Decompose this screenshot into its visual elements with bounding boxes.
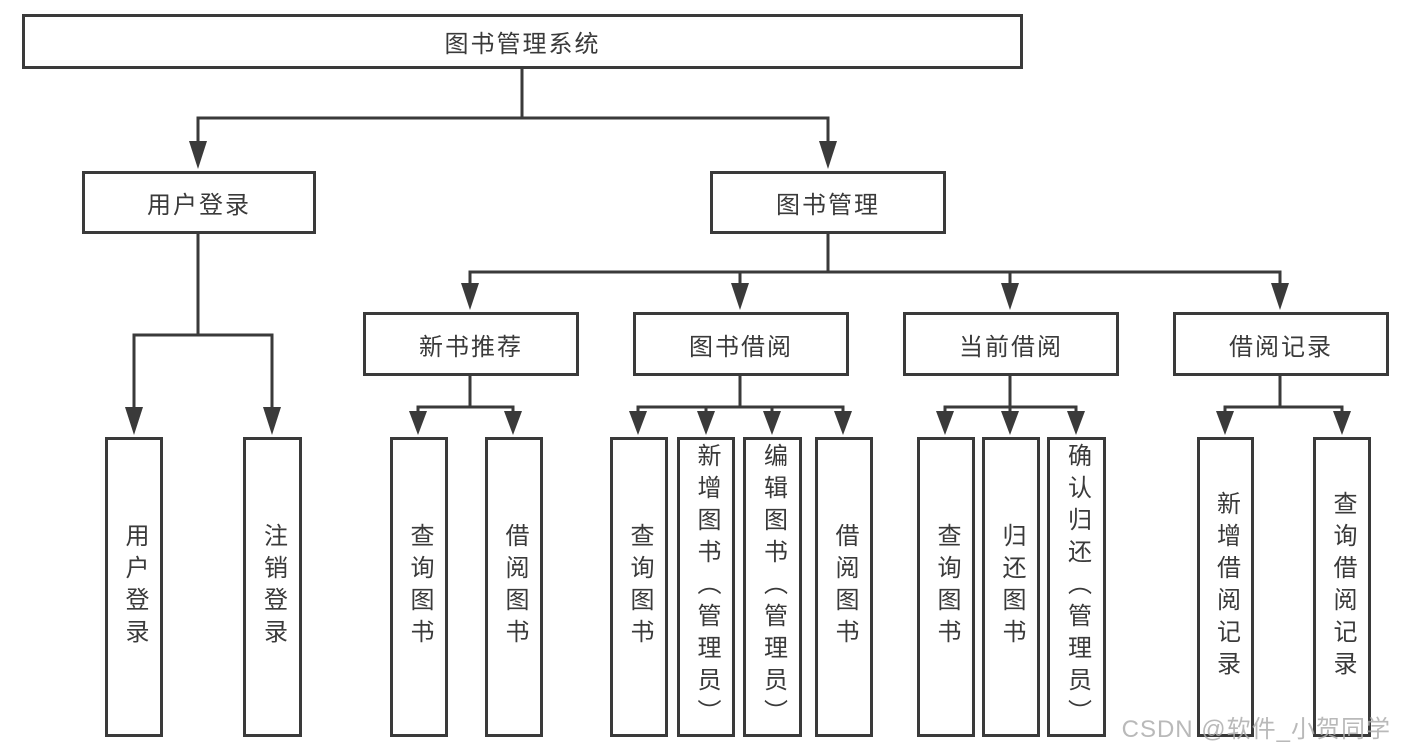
leaf-return-books: 归还图书 xyxy=(982,437,1040,737)
node-label: 查询借阅记录 xyxy=(1329,491,1356,683)
node-label: 当前借阅 xyxy=(959,333,1063,361)
leaf-query-books-recommend: 查询图书 xyxy=(390,437,448,737)
node-user-login-module: 用户登录 xyxy=(82,171,316,234)
arrowheads-borrow-records-to-leaves xyxy=(1216,411,1351,435)
node-label: 新增借阅记录 xyxy=(1212,491,1240,683)
node-label: 查询图书 xyxy=(933,523,960,651)
connector-book-management-to-level3 xyxy=(468,233,1282,288)
node-book-management-module: 图书管理 xyxy=(710,171,946,234)
node-new-book-recommend: 新书推荐 xyxy=(363,312,579,376)
node-label: 确认归还（管理员） xyxy=(1063,443,1091,731)
node-label: 用户登录 xyxy=(147,192,251,219)
leaf-add-books-admin: 新增图书（管理员） xyxy=(677,437,735,737)
leaf-query-borrow-record: 查询借阅记录 xyxy=(1313,437,1371,737)
leaf-user-login: 用户登录 xyxy=(105,437,163,737)
arrowheads-new-book-recommend-to-leaves xyxy=(409,411,522,435)
arrowheads-root-to-level2 xyxy=(189,141,837,169)
connector-root-to-level2 xyxy=(196,68,830,148)
node-label: 编辑图书（管理员） xyxy=(759,443,787,731)
node-label: 新增图书（管理员） xyxy=(693,443,720,731)
arrowheads-book-management-to-level3 xyxy=(461,283,1289,310)
arrowheads-current-borrow-to-leaves xyxy=(936,411,1085,435)
leaf-add-borrow-record: 新增借阅记录 xyxy=(1197,437,1254,737)
node-label: 查询图书 xyxy=(406,523,433,651)
leaf-edit-books-admin: 编辑图书（管理员） xyxy=(743,437,802,737)
node-root-system: 图书管理系统 xyxy=(22,14,1023,69)
node-label: 归还图书 xyxy=(998,523,1025,651)
node-label: 借阅图书 xyxy=(831,523,858,651)
node-label: 图书管理 xyxy=(776,192,880,219)
connector-borrow-records-to-leaves xyxy=(1223,375,1344,414)
arrowheads-book-borrow-to-leaves xyxy=(629,411,852,435)
leaf-borrow-books: 借阅图书 xyxy=(815,437,873,737)
node-label: 查询图书 xyxy=(626,523,653,651)
connector-user-login-to-leaves xyxy=(132,233,274,412)
node-label: 借阅记录 xyxy=(1229,333,1333,361)
connector-new-book-recommend-to-leaves xyxy=(416,375,515,414)
node-label: 借阅图书 xyxy=(501,523,528,651)
node-label: 注销登录 xyxy=(259,523,287,651)
csdn-watermark: CSDN @软件_小贺同学 xyxy=(1121,716,1391,743)
node-label: 图书管理系统 xyxy=(444,31,601,58)
connector-current-borrow-to-leaves xyxy=(943,375,1078,414)
leaf-confirm-return-admin: 确认归还（管理员） xyxy=(1047,437,1106,737)
leaf-query-books-current: 查询图书 xyxy=(917,437,975,737)
node-borrow-records: 借阅记录 xyxy=(1173,312,1389,376)
leaf-query-books-borrow: 查询图书 xyxy=(610,437,668,737)
leaf-logout: 注销登录 xyxy=(243,437,302,737)
node-label: 用户登录 xyxy=(121,523,148,651)
arrowheads-user-login-to-leaves xyxy=(125,407,281,435)
leaf-borrow-books-recommend: 借阅图书 xyxy=(485,437,543,737)
node-label: 图书借阅 xyxy=(689,333,793,361)
node-current-borrow: 当前借阅 xyxy=(903,312,1119,376)
node-label: 新书推荐 xyxy=(419,333,523,361)
node-book-borrow: 图书借阅 xyxy=(633,312,849,376)
connector-book-borrow-to-leaves xyxy=(636,375,845,414)
